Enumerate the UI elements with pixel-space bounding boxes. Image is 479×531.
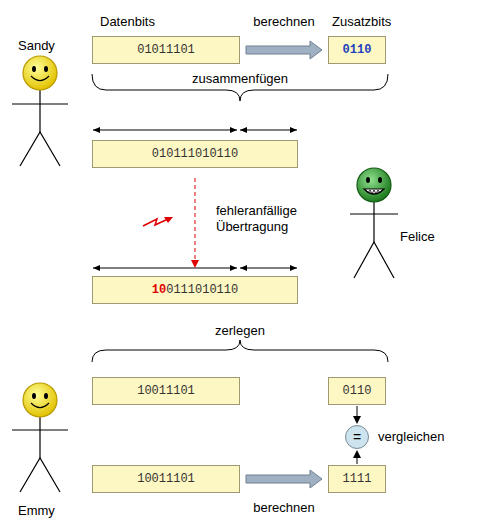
bolt-head [164,217,173,223]
check-bits-box: 0110 [328,36,386,64]
flow-arrow [353,450,361,464]
smiley-mouth [31,403,49,408]
arrow-line [195,178,196,262]
arrow-line [357,456,358,464]
arrow-label: berechnen [253,14,314,30]
compare-symbol: = [353,429,361,445]
smiley-head [23,383,57,417]
compare-circle: = [345,425,369,449]
monster-teeth [366,190,382,194]
data-bits-box: 01011101 [92,36,240,64]
bit-string: 0110 [343,43,372,57]
flow-arrow [246,41,322,59]
arrow-label: berechnen [253,500,314,516]
monster-eye [378,177,382,183]
monster-eye [366,177,370,183]
bit-string: 01011101 [137,43,195,57]
bit-string: 1111 [343,472,372,486]
smiley-head [23,56,57,90]
smiley-eye [32,66,36,72]
codeword-box: 010111010110 [92,140,298,168]
smiley-eye [44,393,48,399]
arrow-head [191,260,199,268]
block-arrow [246,41,322,59]
monster-mouth [364,189,384,194]
split-brace [92,340,388,362]
bit-string: 0111010110 [166,283,238,297]
bit-string: 010111010110 [152,147,238,161]
monster-head [357,168,391,202]
smiley-mouth [31,76,49,81]
span-arrow [93,130,237,131]
bit-string: 0110 [343,384,372,398]
figure-arms [12,103,68,104]
arrow-line [357,406,358,418]
span-arrow [240,268,297,269]
person-name: Felice [400,229,435,245]
interference-bolt [143,217,173,226]
smiley-eye [44,66,48,72]
section-label: Zusatzbits [332,14,391,30]
step-label: zerlegen [215,323,265,339]
arrow-label: fehleranfällige Übertragung [216,203,326,235]
received-data-box: 10011101 [92,377,240,405]
bolt-line [143,219,168,226]
recomputed-data-box: 10011101 [92,465,240,493]
circle-shape [346,426,369,449]
received-codeword-box: 100111010110 [92,276,298,304]
step-label: vergleichen [378,429,445,445]
received-check-box: 0110 [328,377,386,405]
person-figure [350,168,398,278]
figure-body [39,417,40,458]
person-name: Emmy [18,503,55,519]
person-figure [12,383,68,492]
arrow-head [353,450,361,458]
figure-body [373,202,374,242]
block-arrow [246,470,322,488]
figure-arms [350,213,398,214]
bit-string: 10011101 [137,472,195,486]
bit-string: 10011101 [137,384,195,398]
flow-arrow [353,406,361,424]
figure-legs [20,458,60,492]
figure-legs [354,242,394,278]
figure-arms [12,429,68,430]
smiley-eye [32,393,36,399]
span-arrow [240,130,297,131]
flow-arrow [191,178,199,268]
step-label: zusammenfügen [192,71,288,87]
bit-string: 10 [152,283,166,297]
person-figure [12,56,68,166]
span-arrow [93,268,237,269]
section-label: Datenbits [100,14,155,30]
figure-legs [20,132,60,166]
figure-body [39,90,40,132]
recomputed-check-box: 1111 [328,465,386,493]
person-name: Sandy [18,38,55,54]
flow-arrow [246,470,322,488]
arrow-head [353,416,361,424]
